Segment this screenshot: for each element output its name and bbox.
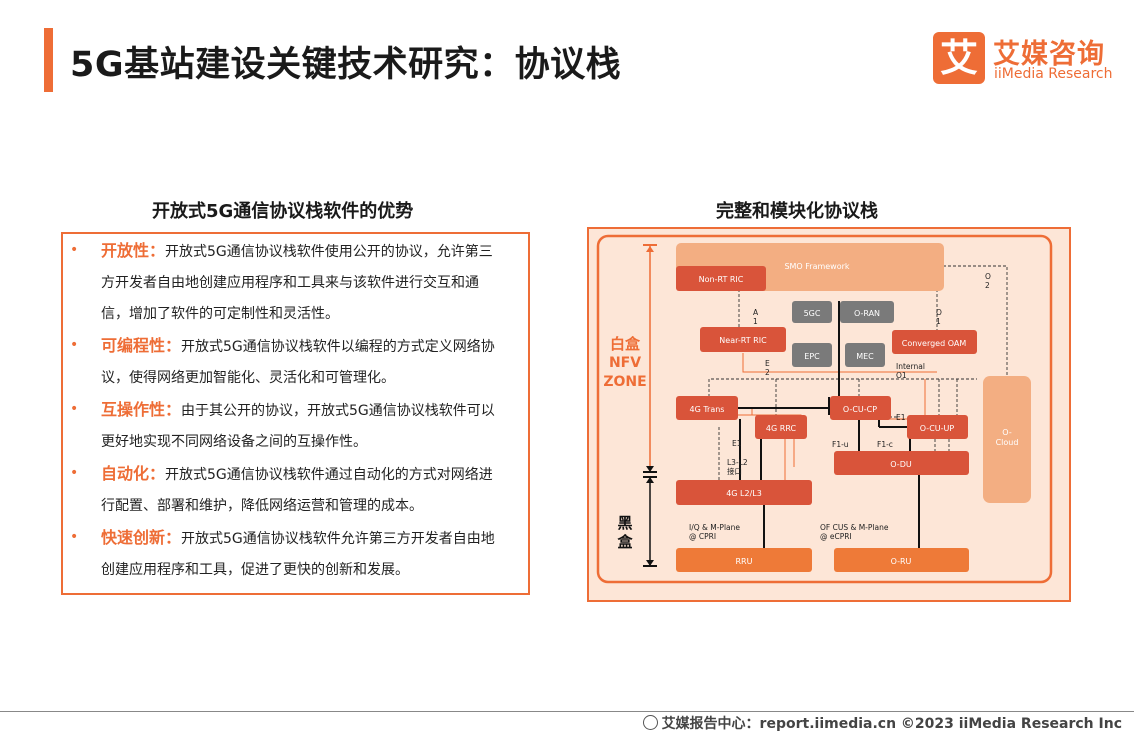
a1-label-b: 1: [753, 317, 758, 326]
o-du-label: O-DU: [890, 460, 912, 469]
bullet-icon: •: [70, 337, 79, 353]
4g-trans-label: 4G Trans: [690, 405, 725, 414]
o-cu-up-label: O-CU-UP: [920, 424, 955, 433]
epc-label: EPC: [804, 352, 820, 361]
logo-english-name: iiMedia Research: [994, 66, 1113, 82]
footer-text: 艾媒报告中心：report.iimedia.cn ©2023 iiMedia R…: [661, 716, 1122, 732]
advantage-term: 快速创新：: [101, 528, 182, 547]
footer-divider: [0, 711, 1134, 712]
advantage-text: 开放式5G通信协议栈软件使用公开的协议，允许第三方开发者自由地创建应用程序和工具…: [101, 244, 493, 322]
e1-left-label: E1: [732, 439, 742, 448]
protocol-stack-title: 完整和模块化协议栈: [716, 201, 878, 222]
o2-label-a: O: [985, 272, 991, 281]
logo-chinese-name: 艾媒咨询: [993, 39, 1105, 70]
e2-label-a: E: [765, 359, 770, 368]
o-ru-label: O-RU: [891, 557, 912, 566]
non-rt-ric-label: Non-RT RIC: [699, 275, 744, 284]
advantages-title: 开放式5G通信协议栈软件的优势: [152, 201, 414, 222]
black-box-label-2: 盒: [616, 533, 633, 551]
iq-mplane-label-2: @ CPRI: [689, 532, 716, 541]
advantage-item: • 自动化：开放式5G通信协议栈软件通过自动化的方式对网络进行配置、部署和维护，降…: [63, 458, 528, 522]
white-box-label-3: ZONE: [603, 374, 646, 390]
f1u-label: F1-u: [832, 440, 849, 449]
advantages-list: • 开放性：开放式5G通信协议栈软件使用公开的协议，允许第三方开发者自由地创建应用…: [63, 234, 528, 586]
white-box-label-1: 白盒: [610, 335, 641, 353]
protocol-stack-diagram: 白盒 NFV ZONE 黑 盒: [587, 227, 1071, 602]
ofcus-label-1: OF CUS & M-Plane: [820, 523, 889, 532]
o-cu-cp-block: [830, 396, 891, 420]
internal-label-1: Internal: [896, 362, 925, 371]
logo-mark-icon: 艾: [933, 32, 985, 84]
rru-label: RRU: [736, 557, 753, 566]
zone-arrows: [643, 244, 657, 567]
white-box-label-2: NFV: [609, 355, 641, 371]
o-cloud-label-1: O-: [1002, 428, 1012, 437]
4g-l2l3-label: 4G L2/L3: [726, 489, 762, 498]
l3l2-label-2: 接口: [727, 466, 742, 476]
advantage-term: 互操作性：: [101, 400, 182, 419]
bullet-icon: •: [70, 242, 79, 258]
black-box-label-1: 黑: [617, 514, 632, 532]
o-cloud-label-2: Cloud: [996, 438, 1019, 447]
4g-trans-block: [676, 396, 738, 420]
advantage-item: • 开放性：开放式5G通信协议栈软件使用公开的协议，允许第三方开发者自由地创建应用…: [63, 235, 528, 330]
4g-l2l3-block: [676, 480, 812, 505]
4g-rrc-block: [755, 415, 807, 439]
near-rt-ric-block: [700, 327, 786, 352]
ofcus-label-2: @ eCPRI: [820, 532, 852, 541]
advantage-text: 由于其公开的协议，开放式5G通信协议栈软件可以更好地实现不同网络设备之间的互操作…: [101, 403, 495, 450]
advantage-term: 开放性：: [101, 241, 166, 260]
title-accent-bar: [44, 28, 53, 92]
advantage-item: • 互操作性：由于其公开的协议，开放式5G通信协议栈软件可以更好地实现不同网络设备…: [63, 394, 528, 458]
mec-block: [845, 343, 885, 367]
4g-rrc-label: 4G RRC: [766, 424, 797, 433]
o1-label-b: 1: [936, 317, 941, 326]
converged-oam-block: [892, 330, 977, 354]
bullet-icon: •: [70, 529, 79, 545]
smo-framework-label: SMO Framework: [784, 262, 849, 271]
brand-logo: 艾 艾媒咨询 iiMedia Research: [933, 32, 1123, 88]
bullet-icon: •: [70, 465, 79, 481]
f1c-label: F1-c: [877, 440, 893, 449]
epc-block: [792, 343, 832, 367]
o-ran-label: O-RAN: [854, 309, 880, 318]
near-rt-ric-label: Near-RT RIC: [719, 336, 767, 345]
bullet-icon: •: [70, 401, 79, 417]
globe-icon: [642, 715, 658, 730]
main-links: [736, 301, 920, 549]
page-title: 5G基站建设关键技术研究：协议栈: [70, 45, 622, 85]
a1-label-a: A: [753, 308, 759, 317]
e2-label-b: 2: [765, 368, 770, 377]
o-cu-cp-label: O-CU-CP: [843, 405, 877, 414]
iq-mplane-label-1: I/Q & M-Plane: [689, 523, 740, 532]
advantages-panel: • 开放性：开放式5G通信协议栈软件使用公开的协议，允许第三方开发者自由地创建应用…: [61, 232, 530, 595]
l3l2-label-1: L3-L2: [727, 458, 748, 467]
o-ran-block: [840, 301, 894, 323]
o2-label-b: 2: [985, 281, 990, 290]
mec-label: MEC: [856, 352, 874, 361]
non-rt-ric-block: [676, 266, 766, 291]
advantage-text: 开放式5G通信协议栈软件以编程的方式定义网络协议，使得网络更加智能化、灵活化和可…: [101, 339, 495, 386]
footer: 艾媒报告中心：report.iimedia.cn ©2023 iiMedia R…: [642, 713, 1122, 733]
converged-oam-label: Converged OAM: [902, 339, 967, 348]
advantage-term: 自动化：: [101, 464, 166, 483]
o-du-block: [834, 451, 969, 475]
advantage-item: • 快速创新：开放式5G通信协议栈软件允许第三方开发者自由地创建应用程序和工具，促…: [63, 522, 528, 586]
advantage-item: • 可编程性：开放式5G通信协议栈软件以编程的方式定义网络协议，使得网络更加智能化…: [63, 330, 528, 394]
5gc-block: [792, 301, 832, 323]
advantage-term: 可编程性：: [101, 336, 182, 355]
e1-right-label: E1: [896, 413, 906, 422]
rru-block: [676, 548, 812, 572]
o1-label-a: O: [936, 308, 942, 317]
5gc-label: 5GC: [804, 309, 821, 318]
internal-label-2: O1: [896, 371, 907, 380]
advantage-text: 开放式5G通信协议栈软件允许第三方开发者自由地创建应用程序和工具，促进了更快的创…: [101, 531, 495, 578]
o-cloud-block: [983, 376, 1031, 503]
o-cu-up-block: [907, 415, 968, 439]
o-ru-block: [834, 548, 969, 572]
advantage-text: 开放式5G通信协议栈软件通过自动化的方式对网络进行配置、部署和维护，降低网络运营…: [101, 467, 493, 514]
